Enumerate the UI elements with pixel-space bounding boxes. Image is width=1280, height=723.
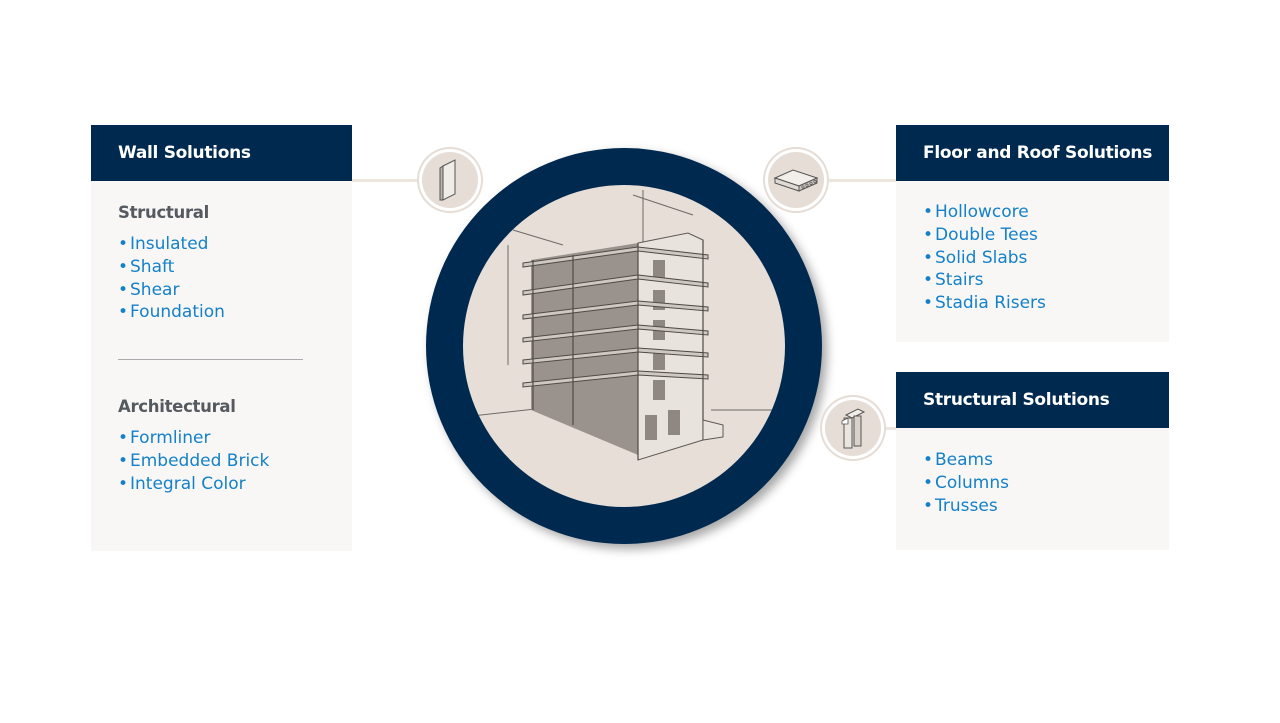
list-item[interactable]: •Beams (923, 450, 993, 470)
list-item[interactable]: •Shaft (118, 256, 175, 277)
list-item[interactable]: •Hollowcore (923, 202, 1029, 222)
architectural-wall-list: •Formliner •Embedded Brick •Integral Col… (118, 427, 269, 495)
wall-panel-badge[interactable] (419, 149, 481, 211)
list-item[interactable]: •Embedded Brick (118, 450, 270, 471)
list-item[interactable]: •Insulated (118, 234, 209, 254)
structural-wall-list: •Insulated •Shaft •Shear •Foundation (118, 233, 225, 324)
list-item[interactable]: •Double Tees (923, 224, 1038, 245)
structural-solutions-header: Structural Solutions (896, 372, 1169, 428)
floor-roof-list: •Hollowcore •Double Tees •Solid Slabs •S… (923, 201, 1046, 315)
building-structure-illustration (463, 185, 785, 507)
section-divider (118, 359, 303, 360)
list-item[interactable]: •Solid Slabs (923, 247, 1028, 268)
structural-connector-line (884, 427, 898, 430)
list-item[interactable]: •Stairs (923, 270, 984, 291)
floor-connector-line (826, 179, 896, 182)
wall-panel-icon (439, 159, 456, 201)
floor-roof-solutions-panel: Floor and Roof Solutions •Hollowcore •Do… (896, 125, 1169, 342)
list-item[interactable]: •Shear (118, 279, 180, 300)
wall-solutions-panel: Wall Solutions Structural •Insulated •Sh… (91, 125, 352, 551)
wall-connector-line (352, 179, 422, 182)
wall-solutions-header: Wall Solutions (91, 125, 352, 181)
floor-roof-solutions-header: Floor and Roof Solutions (896, 125, 1169, 181)
building-icon (463, 190, 785, 461)
list-item[interactable]: •Formliner (118, 428, 211, 448)
structural-list: •Beams •Columns •Trusses (923, 449, 1009, 517)
hollowcore-slab-icon (773, 169, 819, 192)
hollowcore-slab-badge[interactable] (765, 149, 827, 211)
architectural-group-title: Architectural (118, 397, 236, 416)
structural-group-title: Structural (118, 203, 209, 222)
list-item[interactable]: •Trusses (923, 495, 998, 516)
beam-column-badge[interactable] (822, 397, 884, 459)
list-item[interactable]: •Columns (923, 472, 1009, 493)
list-item[interactable]: •Foundation (118, 302, 225, 323)
list-item[interactable]: •Stadia Risers (923, 293, 1046, 314)
list-item[interactable]: •Integral Color (118, 473, 246, 494)
beam-column-icon (841, 408, 866, 449)
structural-solutions-panel: Structural Solutions •Beams •Columns •Tr… (896, 372, 1169, 550)
